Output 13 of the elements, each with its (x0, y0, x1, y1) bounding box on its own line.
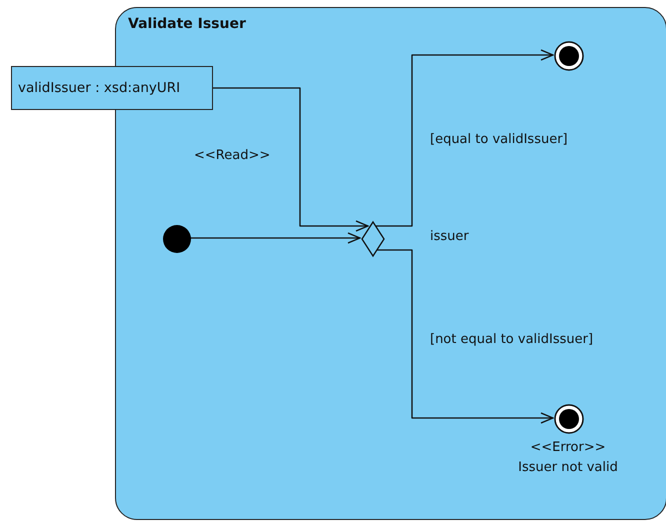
arrow (376, 249, 554, 424)
node-caption: <<Error>> (529, 440, 607, 455)
initial-node (163, 225, 191, 253)
node-caption: issuer (430, 229, 469, 244)
activity-title: Validate Issuer (128, 16, 246, 32)
object-node: validIssuer : xsd:anyURI (11, 66, 213, 110)
arrow (213, 87, 369, 232)
decision-diamond (361, 221, 385, 257)
arrow (190, 232, 361, 244)
final-node (554, 41, 584, 71)
arrow (376, 49, 554, 227)
node-caption: Issuer not valid (518, 460, 618, 475)
final-node (554, 404, 584, 434)
